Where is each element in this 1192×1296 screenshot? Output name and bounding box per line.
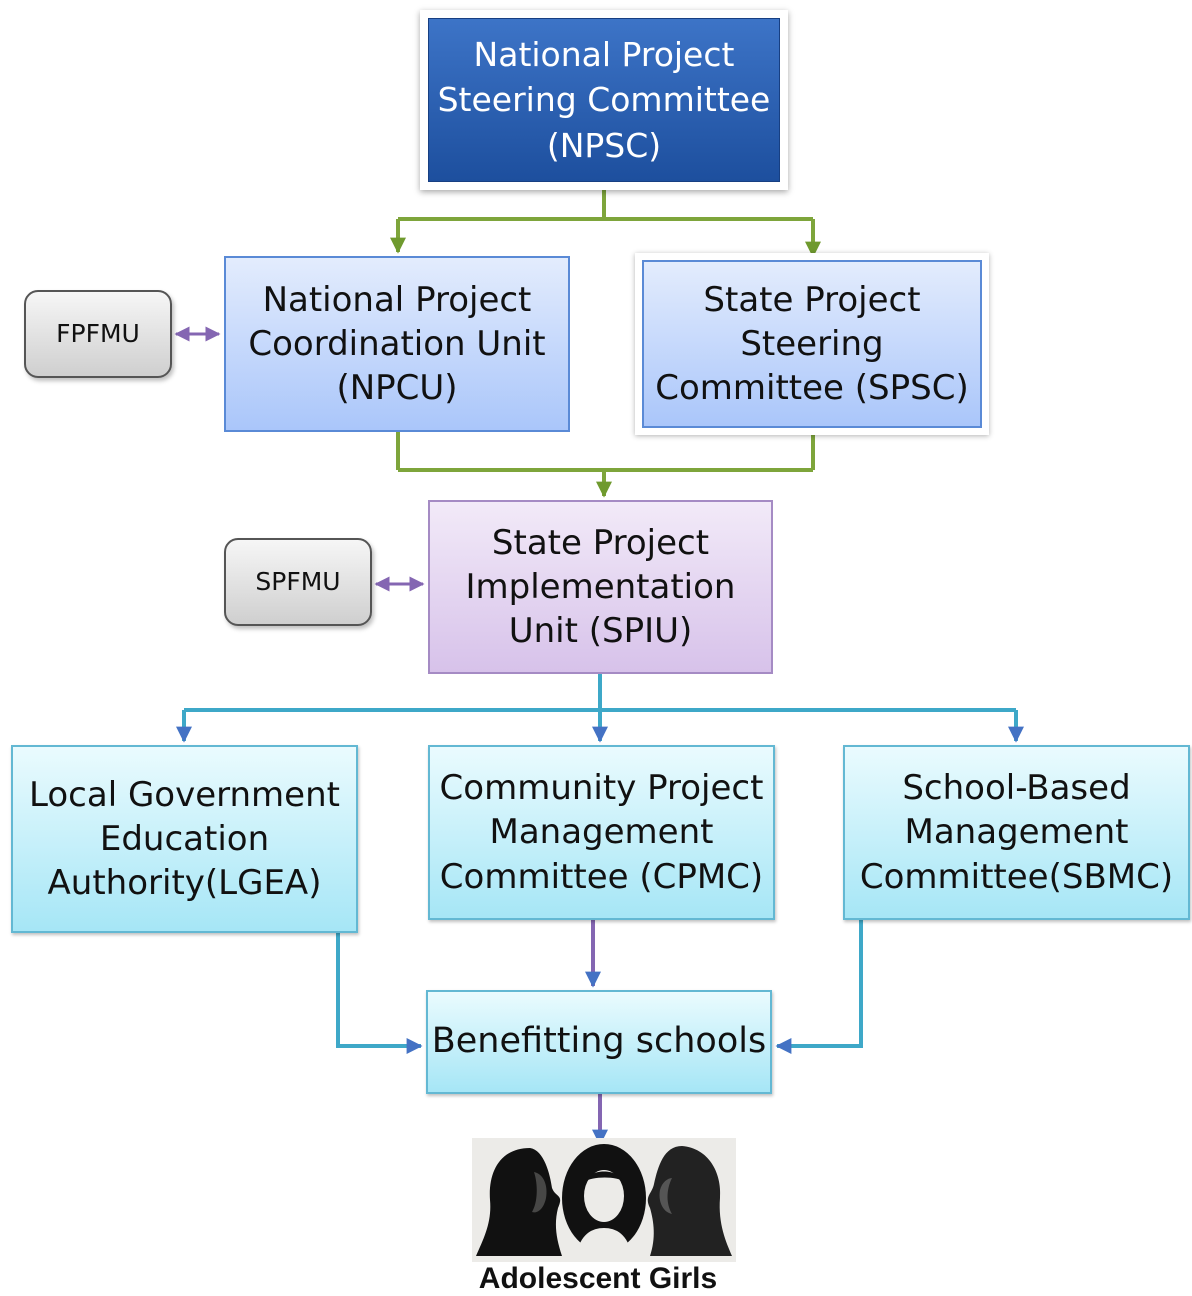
npcu-box: National Project Coordination Unit (NPCU… [224, 256, 570, 432]
sbmc-schools-connector [775, 920, 863, 1054]
spsc-box: State Project Steering Committee (SPSC) [642, 260, 982, 428]
spsc-frame: State Project Steering Committee (SPSC) [635, 253, 989, 435]
npcu-label: National Project Coordination Unit (NPCU… [248, 279, 546, 409]
lgea-box: Local Government Education Authority(LGE… [11, 745, 358, 933]
cpmc-box: Community Project Management Committee (… [428, 745, 775, 920]
sbmc-box: School-Based Management Committee(SBMC) [843, 745, 1190, 920]
spfmu-label: SPFMU [255, 566, 341, 596]
npsc-branch-connector [390, 190, 821, 258]
adolescent-girls-label: Adolescent Girls [478, 1262, 718, 1295]
spiu-merge-connector [396, 432, 815, 498]
lgea-label: Local Government Education Authority(LGE… [29, 774, 340, 904]
npsc-label: National Project Steering Committee (NPS… [428, 18, 780, 182]
benefitting-schools-label: Benefitting schools [431, 1021, 767, 1062]
spiu-box: State Project Implementation Unit (SPIU) [428, 500, 773, 674]
lgea-schools-connector [336, 933, 423, 1054]
fpfmu-label: FPFMU [56, 318, 140, 348]
spiu-label: State Project Implementation Unit (SPIU) [465, 522, 736, 652]
cpmc-label: Community Project Management Committee (… [439, 768, 764, 897]
benefitting-schools-box: Benefitting schools [426, 990, 772, 1094]
spfmu-box: SPFMU [224, 538, 372, 626]
adolescent-girls-icon [472, 1138, 736, 1262]
npsc-box: National Project Steering Committee (NPS… [420, 10, 788, 190]
spiu-branch-connector [176, 674, 1024, 743]
fpfmu-box: FPFMU [24, 290, 172, 378]
sbmc-label: School-Based Management Committee(SBMC) [859, 768, 1174, 897]
spsc-label: State Project Steering Committee (SPSC) [655, 279, 969, 409]
